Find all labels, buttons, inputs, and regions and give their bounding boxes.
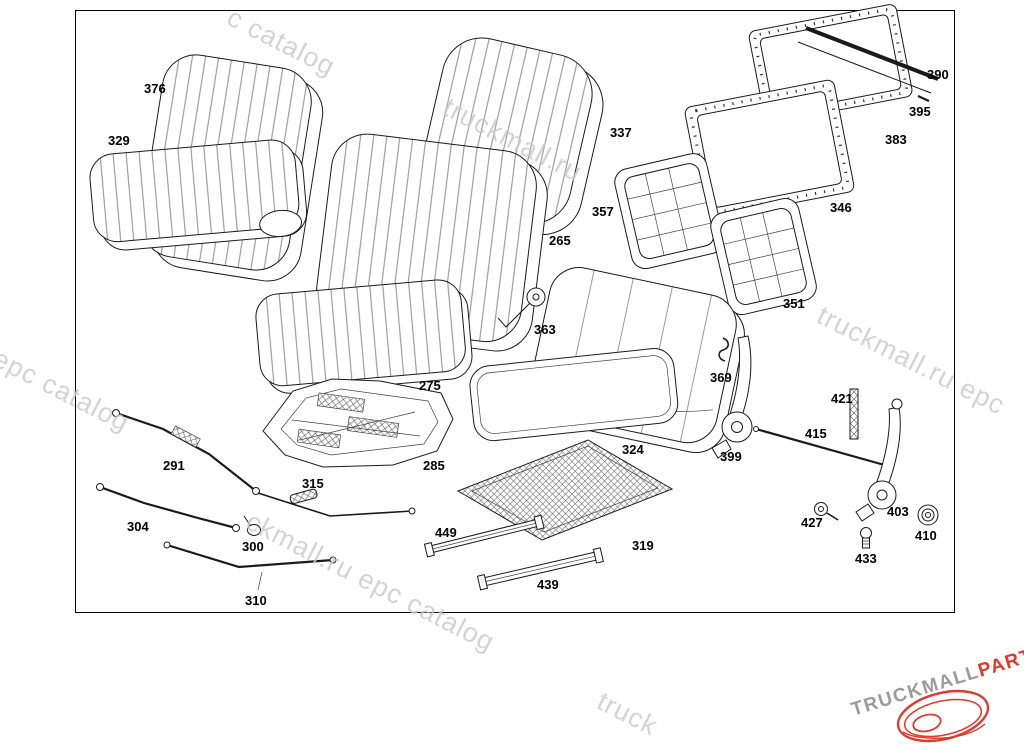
trim-strip-390 bbox=[805, 26, 939, 81]
hinge-arm-399 bbox=[711, 335, 753, 459]
bolt-433 bbox=[860, 527, 872, 549]
seat-pan-285 bbox=[262, 378, 454, 468]
seat-cushion-324 bbox=[469, 348, 679, 442]
seat-cushion-329 bbox=[89, 139, 308, 251]
torsion-rod-415 bbox=[753, 426, 891, 469]
trim-strip-395 bbox=[797, 41, 932, 103]
spring-mesh-319 bbox=[456, 439, 674, 541]
seat-rail-439 bbox=[476, 547, 604, 591]
knob-410 bbox=[917, 504, 939, 526]
seat-rail-449 bbox=[423, 514, 545, 558]
linkage-rod-291 bbox=[112, 409, 416, 517]
seat-cushion-275 bbox=[255, 279, 473, 394]
strap-369 bbox=[718, 337, 730, 362]
linkage-rod-304 bbox=[96, 483, 240, 532]
spacer-421 bbox=[849, 388, 859, 440]
linkage-rod-310 bbox=[163, 541, 337, 591]
spring-frame-351 bbox=[710, 198, 817, 316]
washer-427 bbox=[814, 502, 839, 521]
hinge-fitting-265 bbox=[497, 287, 546, 328]
bushing-315 bbox=[289, 488, 318, 504]
spring-frame-357 bbox=[614, 153, 725, 270]
clip-300 bbox=[243, 515, 261, 536]
hinge-arm-403 bbox=[855, 398, 903, 522]
